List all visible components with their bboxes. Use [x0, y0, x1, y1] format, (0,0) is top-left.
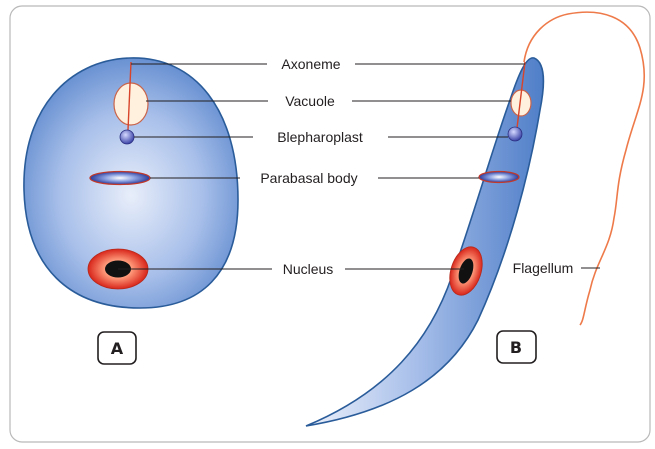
cell-b-blepharoplast — [508, 127, 522, 141]
panel-b-badge: B — [497, 331, 536, 363]
cell-b-parabasal-body — [479, 172, 519, 183]
label-blepharoplast: Blepharoplast — [277, 129, 363, 145]
panel-a-letter: A — [111, 339, 124, 358]
cell-a — [24, 58, 238, 308]
label-axoneme: Axoneme — [281, 56, 340, 72]
label-flagellum: Flagellum — [513, 260, 574, 276]
cell-a-parabasal-body — [90, 172, 150, 185]
label-parabasal-body: Parabasal body — [260, 170, 357, 186]
label-vacuole: Vacuole — [285, 93, 335, 109]
cell-a-blepharoplast — [120, 130, 134, 144]
label-nucleus: Nucleus — [283, 261, 334, 277]
panel-a-badge: A — [98, 332, 136, 364]
cell-a-vacuole — [114, 83, 148, 125]
panel-b-letter: B — [510, 338, 522, 357]
